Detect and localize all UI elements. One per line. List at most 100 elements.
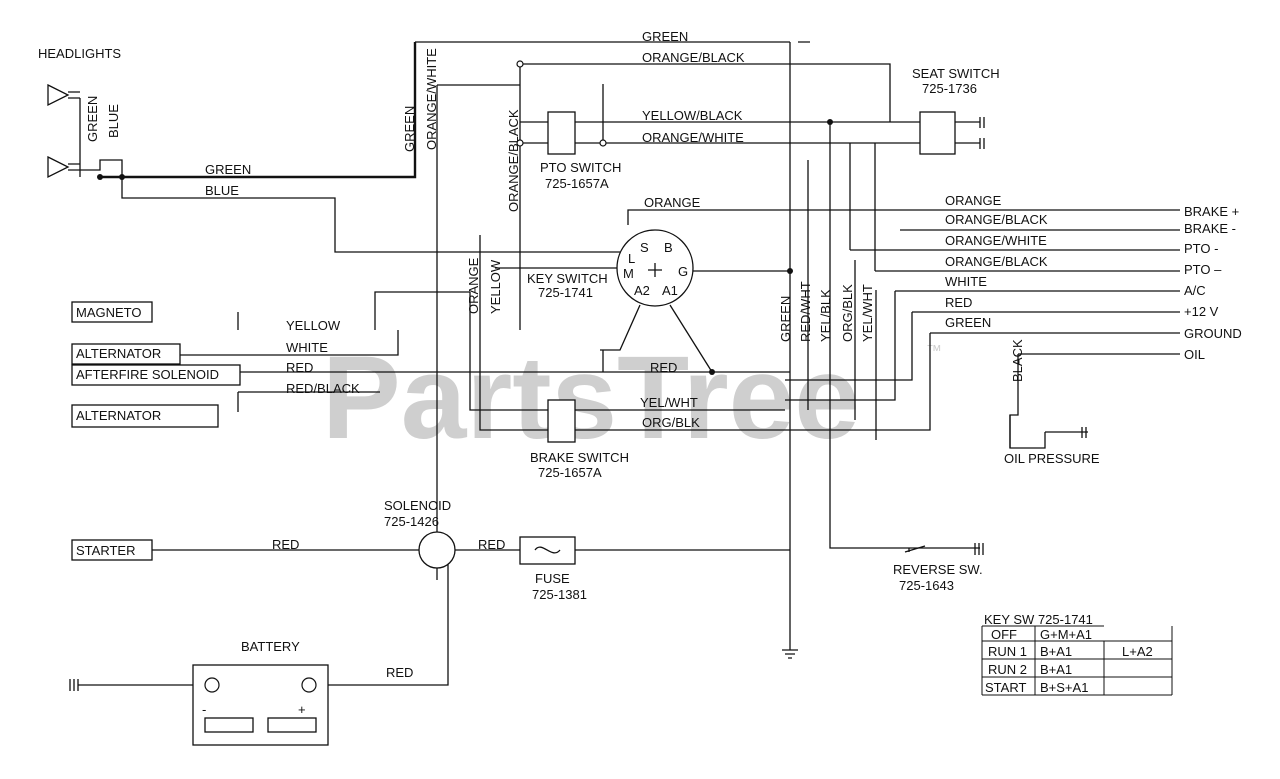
reverse-sw-label: REVERSE SW. xyxy=(893,562,983,577)
harness-terminal: PTO - xyxy=(1184,241,1218,256)
harness-wire: WHITE xyxy=(945,274,987,289)
starter-label: STARTER xyxy=(76,543,135,558)
battery xyxy=(192,664,329,746)
battery-label: BATTERY xyxy=(241,639,300,654)
wire-blue-head: BLUE xyxy=(205,183,239,198)
wire-red-mid: RED xyxy=(650,360,677,375)
v-yellow: YELLOW xyxy=(488,259,503,314)
seat-ground-icon xyxy=(979,117,985,149)
harness: ORANGE BRAKE + ORANGE/BLACK BRAKE - ORAN… xyxy=(945,193,1242,362)
v-orange-black: ORANGE/BLACK xyxy=(506,109,521,212)
wire-yellow-left: YELLOW xyxy=(286,318,341,333)
wire-red-battery: RED xyxy=(386,665,413,680)
headlight-bottom-icon xyxy=(47,155,80,179)
brake-switch-label: BRAKE SWITCH xyxy=(530,450,629,465)
harness-wire: ORANGE/BLACK xyxy=(945,212,1048,227)
v-red-wht: RED/WHT xyxy=(798,281,813,342)
wire-yel-wht-mid: YEL/WHT xyxy=(640,395,698,410)
brake-switch-pn: 725-1657A xyxy=(538,465,602,480)
key-term-s: S xyxy=(640,240,649,255)
harness-terminal: GROUND xyxy=(1184,326,1242,341)
starter-box xyxy=(71,539,153,561)
wire-red-left: RED xyxy=(286,360,313,375)
key-switch-label: KEY SWITCH xyxy=(527,271,608,286)
harness-terminal: PTO – xyxy=(1184,262,1222,277)
harness-terminal: BRAKE + xyxy=(1184,204,1239,219)
wire-yellow-black: YELLOW/BLACK xyxy=(642,108,743,123)
reverse-switch xyxy=(904,545,926,553)
pto-switch-pn: 725-1657A xyxy=(545,176,609,191)
junctions xyxy=(97,60,833,375)
solenoid xyxy=(418,531,456,569)
wires xyxy=(78,41,1180,686)
oil-pressure-label: OIL PRESSURE xyxy=(1004,451,1100,466)
reverse-ground-icon xyxy=(974,543,984,555)
v-green: GREEN xyxy=(402,106,417,152)
alternator-2-label: ALTERNATOR xyxy=(76,408,161,423)
key-table-circuit: G+M+A1 xyxy=(1040,627,1092,642)
harness-wire: ORANGE xyxy=(945,193,1002,208)
alternator-1-box xyxy=(71,343,181,365)
wire-red-black-left: RED/BLACK xyxy=(286,381,360,396)
key-table-pos: OFF xyxy=(991,627,1017,642)
v-black: BLACK xyxy=(1010,339,1025,382)
key-table-pos: RUN 1 xyxy=(988,644,1027,659)
battery-minus: - xyxy=(202,702,206,717)
key-table-pos: START xyxy=(985,680,1026,695)
v-org-blk: ORG/BLK xyxy=(840,284,855,342)
afterfire-label: AFTERFIRE SOLENOID xyxy=(76,367,219,382)
v-blue-hl: BLUE xyxy=(106,104,121,138)
key-table-circuit: B+A1 xyxy=(1040,662,1072,677)
seat-switch xyxy=(919,111,956,155)
oil-ground-icon xyxy=(1081,427,1087,438)
v-orange-white: ORANGE/WHITE xyxy=(424,48,439,150)
wire-green-top: GREEN xyxy=(642,29,688,44)
v-yel-blk: YEL/BLK xyxy=(818,289,833,342)
key-term-g: G xyxy=(678,264,688,279)
seat-switch-label: SEAT SWITCH xyxy=(912,66,1000,81)
reverse-sw-pn: 725-1643 xyxy=(899,578,954,593)
wire-red-solenoid-fuse: RED xyxy=(478,537,505,552)
harness-wire: GREEN xyxy=(945,315,991,330)
magneto-label: MAGNETO xyxy=(76,305,142,320)
alternator-1-label: ALTERNATOR xyxy=(76,346,161,361)
battery-ground-icon xyxy=(69,679,79,691)
harness-wire: ORANGE/BLACK xyxy=(945,254,1048,269)
chassis-ground-icon xyxy=(782,649,798,659)
wire-green-head: GREEN xyxy=(205,162,251,177)
magneto-box xyxy=(71,301,153,323)
alternator-2-box xyxy=(71,404,219,428)
fuse-pn: 725-1381 xyxy=(532,587,587,602)
battery-plus: + xyxy=(298,702,306,717)
watermark: PartsTree xyxy=(322,332,860,464)
key-term-b: B xyxy=(664,240,673,255)
harness-terminal: +12 V xyxy=(1184,304,1219,319)
v-orange: ORANGE xyxy=(466,257,481,314)
key-table-circuit: B+A1 xyxy=(1040,644,1072,659)
brake-switch xyxy=(547,399,576,443)
pto-switch xyxy=(547,111,576,155)
key-term-a2: A2 xyxy=(634,283,650,298)
seat-switch-pn: 725-1736 xyxy=(922,81,977,96)
v-yel-wht: YEL/WHT xyxy=(860,284,875,342)
pto-switch-label: PTO SWITCH xyxy=(540,160,621,175)
wire-org-blk-mid: ORG/BLK xyxy=(642,415,700,430)
solenoid-label: SOLENOID xyxy=(384,498,451,513)
harness-wire: ORANGE/WHITE xyxy=(945,233,1047,248)
v-green-hl: GREEN xyxy=(85,96,100,142)
harness-terminal: OIL xyxy=(1184,347,1205,362)
key-table-pos: RUN 2 xyxy=(988,662,1027,677)
harness-wire: RED xyxy=(945,295,972,310)
harness-terminal: A/C xyxy=(1184,283,1206,298)
key-term-a1: A1 xyxy=(662,283,678,298)
afterfire-box xyxy=(71,364,241,386)
key-switch-pn: 725-1741 xyxy=(538,285,593,300)
wire-red-starter: RED xyxy=(272,537,299,552)
watermark-tm: ™ xyxy=(926,343,942,360)
wire-orange-white: ORANGE/WHITE xyxy=(642,130,744,145)
harness-terminal: BRAKE - xyxy=(1184,221,1236,236)
key-table-title: KEY SW 725-1741 xyxy=(984,612,1093,627)
key-switch-table: KEY SW 725-1741 OFF G+M+A1 RUN 1 B+A1 L+… xyxy=(981,612,1173,696)
wire-orange-black-top: ORANGE/BLACK xyxy=(642,50,745,65)
